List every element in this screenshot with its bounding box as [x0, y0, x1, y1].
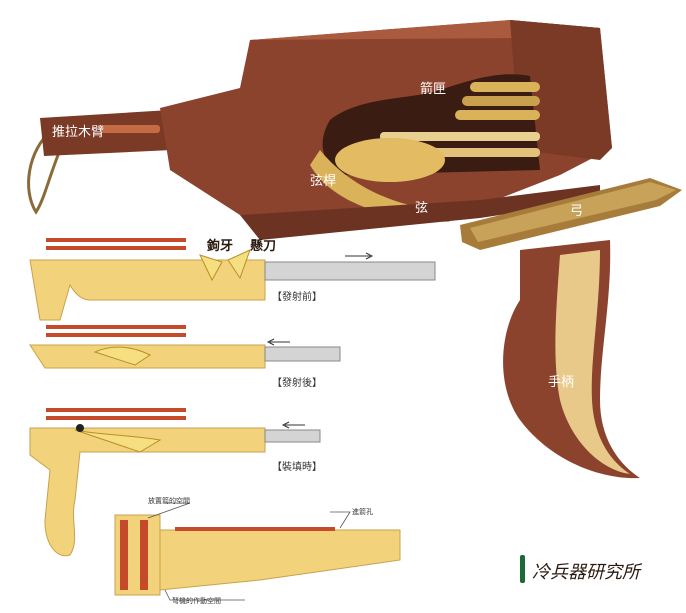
- label-arrow-hole: 進箭孔: [352, 507, 373, 516]
- label-arrow-space: 放置箭的空間: [148, 496, 190, 505]
- lower-rail: [240, 185, 600, 240]
- magazine-front: [510, 20, 612, 160]
- bolt-1: [264, 261, 436, 281]
- watermark: 冷兵器研究所: [520, 555, 643, 583]
- bow-limb-highlight: [470, 182, 676, 242]
- crossbow-illustration: 箭匣 推拉木臂 弦桿 弦 弓 手柄: [27, 20, 682, 479]
- cord: [27, 128, 62, 215]
- watermark-mark: [520, 555, 525, 583]
- trigger-mechanism: [335, 138, 445, 182]
- stock-1: [29, 259, 266, 321]
- label-hanging-blade: 懸刀: [250, 238, 276, 254]
- label-push-arm: 推拉木臂: [52, 125, 104, 140]
- label-handle: 手柄: [548, 375, 574, 390]
- label-bow: 弓: [570, 204, 583, 219]
- schematic-after-firing: 【發射後】: [29, 325, 341, 389]
- schematic-before-firing: 鉤牙 懸刀 【發射前】: [29, 238, 436, 321]
- label-hook-tooth: 鉤牙: [206, 238, 233, 254]
- bolt-2: [264, 346, 341, 362]
- watermark-text: 冷兵器研究所: [532, 562, 643, 583]
- bolt-3: [264, 429, 321, 443]
- label-mechanism-space: 弩機的作動空間: [172, 596, 221, 605]
- label-magazine: 箭匣: [420, 81, 446, 97]
- label-string-lever: 弦桿: [310, 173, 336, 189]
- handle-inlay: [555, 250, 630, 474]
- schematic-cross-section: 放置箭的空間 進箭孔 弩機的作動空間: [114, 496, 401, 605]
- caption-loading: 【裝填時】: [272, 460, 322, 473]
- caption-after-firing: 【發射後】: [272, 376, 322, 389]
- caption-before-firing: 【發射前】: [272, 290, 322, 303]
- schematic-loading: 【裝填時】: [29, 408, 322, 557]
- push-arm-slot: [100, 125, 160, 133]
- label-string: 弦: [415, 200, 428, 216]
- stock-3: [29, 427, 266, 557]
